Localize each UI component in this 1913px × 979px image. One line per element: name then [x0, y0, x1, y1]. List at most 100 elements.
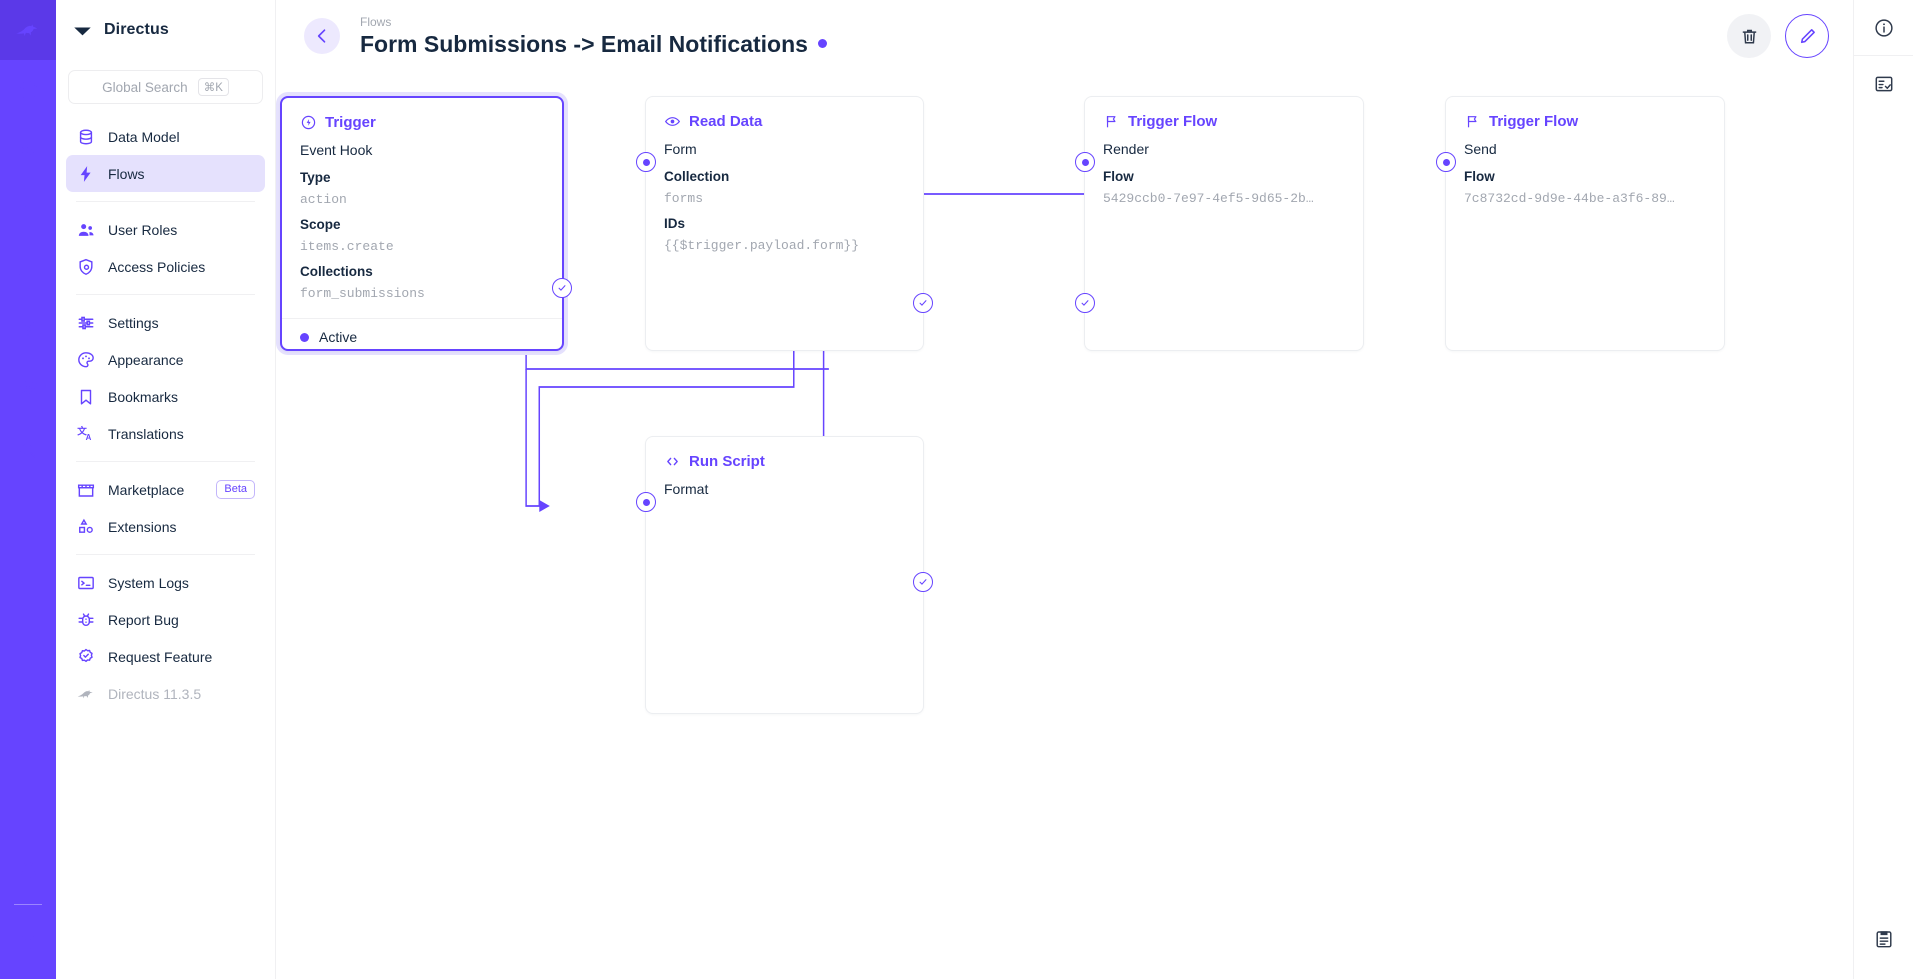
translate-icon: 文 A	[76, 424, 96, 444]
help-circle-icon	[16, 318, 40, 342]
sidebar-item-bookmarks[interactable]: Bookmarks	[66, 378, 265, 415]
flag-icon	[1103, 113, 1120, 130]
port-input-read-data[interactable]	[636, 152, 656, 172]
gear-icon	[16, 378, 40, 402]
header-actions	[1727, 14, 1829, 58]
bookmark-icon	[76, 387, 96, 407]
node-title: Trigger Flow	[1489, 113, 1579, 130]
node-read-data[interactable]: Read Data Form Collection forms IDs {{$t…	[636, 96, 933, 351]
people-icon	[16, 138, 40, 162]
rail-item-docs[interactable]	[0, 300, 56, 360]
rail-item-search[interactable]	[0, 420, 56, 480]
port-input-trigger-flow-render[interactable]	[1075, 152, 1095, 172]
sidebar-item-flows[interactable]: Flows	[66, 155, 265, 192]
sidebar-header: Directus	[56, 0, 275, 60]
rail-item-settings[interactable]	[0, 360, 56, 420]
search-icon	[16, 438, 40, 462]
sidebar-item-label: Request Feature	[108, 648, 213, 665]
people-icon	[76, 220, 96, 240]
trigger-bolt-circle-icon	[300, 114, 317, 131]
node-run-script[interactable]: Run Script Format	[636, 436, 933, 714]
search-shortcut-badge: ⌘K	[197, 78, 229, 96]
sidebar-item-settings[interactable]: Settings	[66, 304, 265, 341]
port-resolve-read-data[interactable]	[913, 293, 933, 313]
directus-logo-button[interactable]	[0, 0, 56, 60]
chart-icon	[16, 258, 40, 282]
palette-icon	[76, 350, 96, 370]
delete-flow-button[interactable]	[1727, 14, 1771, 58]
sidebar-divider	[76, 201, 255, 202]
node-body: Send Flow 7c8732cd-9d9e-44be-a3f6-89…	[1446, 134, 1724, 223]
port-resolve-trigger-flow-render[interactable]	[1075, 293, 1095, 313]
node-field-value: items.create	[300, 239, 394, 254]
rail-item-user-directory[interactable]	[0, 120, 56, 180]
sidebar-item-report-bug[interactable]: Report Bug	[66, 601, 265, 638]
rail-item-content[interactable]	[0, 60, 56, 120]
terminal-icon	[76, 573, 96, 593]
node-trigger[interactable]: Trigger Event Hook Type action Scope ite…	[280, 96, 572, 351]
shield-lock-icon	[76, 257, 96, 277]
sidebar-item-label: Report Bug	[108, 611, 179, 628]
node-field-key: Type	[300, 170, 331, 185]
right-sidebar	[1853, 0, 1913, 979]
flow-logs-button[interactable]	[1854, 56, 1913, 111]
rail-item-account[interactable]	[0, 909, 56, 979]
sidebar-divider	[76, 554, 255, 555]
node-field-key: Flow	[1464, 169, 1495, 184]
node-status-label: Active	[319, 329, 358, 345]
bug-icon	[76, 610, 96, 630]
clipboard-icon	[1873, 928, 1895, 950]
node-subtitle: Render	[1103, 141, 1149, 157]
sidebar-item-system-logs[interactable]: System Logs	[66, 564, 265, 601]
directus-rabbit-logo-icon	[14, 16, 42, 44]
node-title: Read Data	[689, 113, 763, 130]
main-area: Flows Form Submissions -> Email Notifica…	[276, 0, 1853, 979]
node-trigger-flow-render[interactable]: Trigger Flow Render Flow 5429ccb0-7e97-4…	[1075, 96, 1364, 351]
pencil-icon	[1797, 26, 1818, 47]
edit-flow-button[interactable]	[1785, 14, 1829, 58]
sidebar-item-user-roles[interactable]: User Roles	[66, 211, 265, 248]
bell-icon	[17, 859, 40, 882]
node-title: Run Script	[689, 453, 765, 470]
rail-item-file-library[interactable]	[0, 180, 56, 240]
flow-info-button[interactable]	[1854, 0, 1913, 55]
sidebar-item-label: Extensions	[108, 518, 177, 535]
sidebar-item-access-policies[interactable]: Access Policies	[66, 248, 265, 285]
breadcrumb[interactable]: Flows	[360, 14, 392, 29]
bolt-icon	[76, 164, 96, 184]
port-dot	[642, 498, 650, 506]
global-search-placeholder: Global Search	[102, 79, 188, 95]
sidebar-item-label: User Roles	[108, 221, 178, 238]
module-rail	[0, 0, 56, 979]
node-header: Trigger Flow	[1085, 97, 1363, 134]
rail-item-insights[interactable]	[0, 240, 56, 300]
node-trigger-flow-send[interactable]: Trigger Flow Send Flow 7c8732cd-9d9e-44b…	[1436, 96, 1725, 351]
node-field-value: form_submissions	[300, 286, 425, 301]
node-field-key: IDs	[664, 216, 686, 231]
sidebar-item-data-model[interactable]: Data Model	[66, 118, 265, 155]
sidebar-item-translations[interactable]: 文 A Translations	[66, 415, 265, 452]
port-input-trigger-flow-send[interactable]	[1436, 152, 1456, 172]
sidebar-item-appearance[interactable]: Appearance	[66, 341, 265, 378]
search-input[interactable]: Global Search ⌘K	[68, 70, 263, 104]
sidebar-item-label: Flows	[108, 165, 145, 182]
sidebar-item-extensions[interactable]: Extensions	[66, 508, 265, 545]
list-check-icon	[1873, 73, 1895, 95]
rail-item-notifications[interactable]	[0, 840, 56, 900]
flow-canvas[interactable]: Trigger Event Hook Type action Scope ite…	[276, 72, 1853, 979]
node-body: Form Collection forms IDs {{$trigger.pay…	[646, 134, 923, 270]
sidebar-item-request-feature[interactable]: Request Feature	[66, 638, 265, 675]
sidebar-item-marketplace[interactable]: Marketplace Beta	[66, 471, 265, 508]
clipboard-button[interactable]	[1854, 899, 1913, 979]
status-dot	[300, 332, 309, 342]
port-resolve-trigger[interactable]	[552, 278, 572, 298]
port-input-run-script[interactable]	[636, 492, 656, 512]
node-subtitle: Format	[664, 481, 709, 497]
back-button[interactable]	[304, 18, 340, 54]
node-body: Render Flow 5429ccb0-7e97-4ef5-9d65-2b…	[1085, 134, 1363, 223]
node-field-value: action	[300, 192, 347, 207]
directus-rabbit-logo-icon	[76, 684, 96, 704]
node-field-key: Flow	[1103, 169, 1134, 184]
port-resolve-run-script[interactable]	[913, 572, 933, 592]
node-header: Read Data	[646, 97, 923, 134]
